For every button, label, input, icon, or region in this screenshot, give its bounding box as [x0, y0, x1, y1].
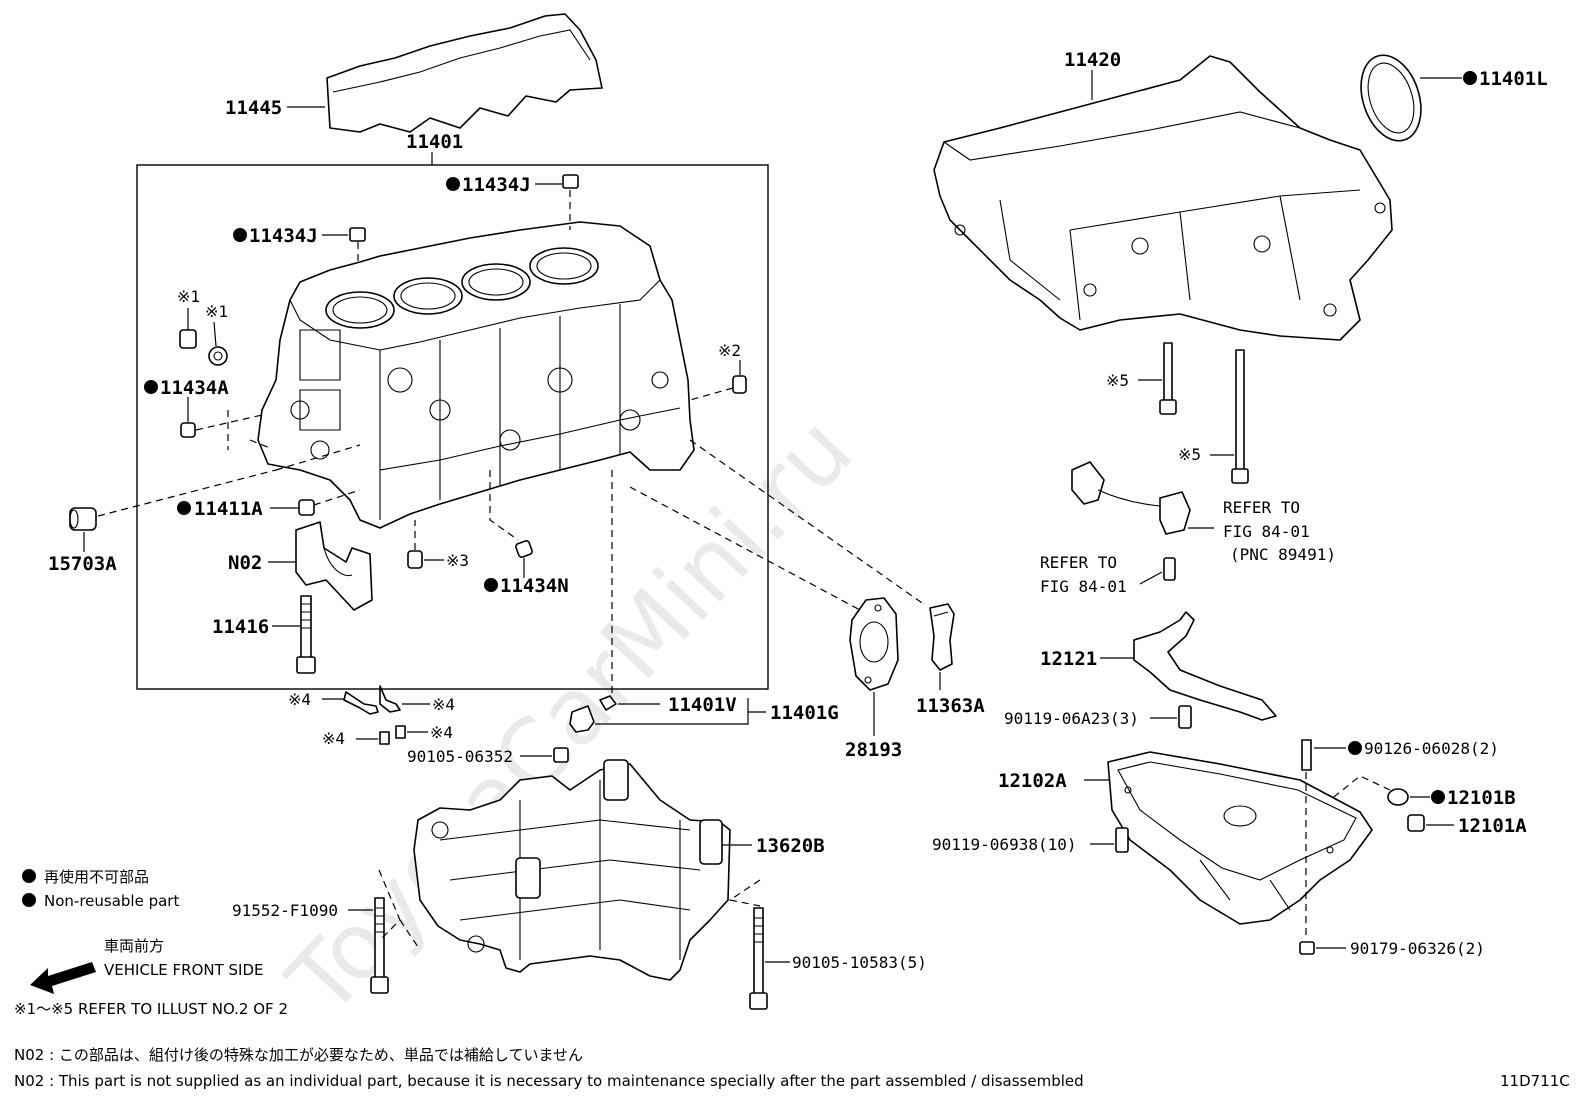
ref-mark-4b: ※4 [432, 695, 455, 714]
plug-15703a-drawing [69, 507, 97, 531]
balancer-13620b-drawing [413, 759, 731, 981]
bolt-90119-06a23 [1178, 705, 1192, 729]
front-arrow-icon [30, 962, 96, 994]
part-label-11434n: 11434N [500, 575, 569, 597]
bolt-mark-4d [379, 731, 390, 745]
block-frame [136, 164, 769, 690]
bolt-91552-f1090-drawing [370, 897, 389, 994]
part-label-11401l: 11401L [1479, 68, 1548, 90]
part-label-13620b: 13620B [756, 835, 825, 857]
oil-seal-11401l-drawing [1360, 54, 1422, 142]
refer-1-line1: REFER TO [1223, 498, 1300, 517]
stud-90126-06028 [1301, 739, 1312, 771]
part-label-90119-06a23: 90119-06A23(3) [1004, 709, 1139, 728]
plug-12101a [1407, 814, 1425, 832]
bolt-90105-10583-drawing [749, 907, 768, 1010]
footnote-n02-jp: N02 : この部品は、組付け後の特殊な加工が必要なため、単品では補給していませ… [14, 1046, 583, 1064]
refer-2-line2: FIG 84-01 [1040, 577, 1127, 596]
gasket-28193-drawing [849, 597, 899, 691]
ref-mark-1a: ※1 [177, 287, 200, 306]
refer-illust-note: ※1～※5 REFER TO ILLUST NO.2 OF 2 [14, 1000, 288, 1018]
bolt-11416-drawing [296, 595, 316, 674]
plug-11434j-top [562, 174, 579, 189]
cover-11363a-drawing [929, 603, 955, 671]
part-label-12101b: 12101B [1447, 787, 1516, 809]
part-label-90179-06326: 90179-06326(2) [1350, 939, 1485, 958]
bolt-90105-06352 [553, 747, 569, 763]
non-reusable-label-en: Non-reusable part [44, 892, 179, 910]
cylinder-block-drawing [257, 221, 695, 529]
part-label-12102a: 12102A [998, 770, 1067, 792]
seal-washer-1b [208, 346, 228, 366]
bolt-refer-2 [1163, 557, 1176, 581]
part-label-11401: 11401 [406, 131, 463, 153]
ref-mark-3: ※3 [446, 551, 469, 570]
bearing-cap-n02-drawing [295, 521, 373, 611]
bolt-mark-5b-drawing [1231, 349, 1249, 484]
pin-mark-3 [407, 550, 423, 569]
part-label-11434j-left: 11434J [249, 225, 318, 247]
refer-2-line1: REFER TO [1040, 553, 1117, 572]
oil-pan-12102a-drawing [1107, 751, 1373, 925]
bolt-mark-5a-drawing [1159, 342, 1177, 415]
valve-11401g [569, 705, 595, 733]
ref-mark-4c: ※4 [430, 723, 453, 742]
cap-bolt-1a [179, 329, 197, 349]
part-label-11401g: 11401G [770, 702, 839, 724]
part-label-90126-06028: 90126-06028(2) [1364, 739, 1499, 758]
pin-11434n [515, 540, 533, 558]
vehicle-front-en: VEHICLE FRONT SIDE [104, 961, 264, 979]
footnote-n02-en: N02 : This part is not supplied as an in… [14, 1072, 1084, 1090]
pin-mark-2 [732, 375, 747, 394]
ref-mark-2: ※2 [718, 341, 741, 360]
valve-11401v [599, 695, 617, 711]
pipe-mark-4b [379, 685, 401, 713]
part-label-90119-06938: 90119-06938(10) [932, 835, 1077, 854]
part-label-90105-10583: 90105-10583(5) [792, 953, 927, 972]
part-label-15703a: 15703A [48, 553, 117, 575]
part-label-11434j-top: 11434J [462, 174, 531, 196]
refer-1-line2: FIG 84-01 [1223, 522, 1310, 541]
oil-sensor-drawing [1071, 461, 1191, 535]
non-reusable-dot-en [22, 893, 36, 907]
part-label-28193: 28193 [845, 739, 902, 761]
plug-11434j-left [349, 227, 366, 242]
part-label-11434a: 11434A [160, 377, 229, 399]
part-label-11445: 11445 [225, 97, 282, 119]
pin-11434a [180, 422, 196, 438]
refer-1-line3: (PNC 89491) [1230, 545, 1336, 564]
part-label-11416: 11416 [212, 616, 269, 638]
nut-90179-06326 [1299, 941, 1315, 955]
baffle-12121-drawing [1133, 611, 1277, 721]
ref-mark-1b: ※1 [205, 302, 228, 321]
ref-mark-4a: ※4 [288, 690, 311, 709]
part-label-11401v: 11401V [668, 694, 737, 716]
part-label-11420: 11420 [1064, 49, 1121, 71]
gasket-12101b [1387, 788, 1409, 806]
pin-11411a [298, 499, 315, 516]
non-reusable-label-jp: 再使用不可部品 [44, 868, 149, 886]
part-label-11363a: 11363A [916, 695, 985, 717]
illustration-code: 11D711C [1500, 1072, 1570, 1090]
vehicle-front-jp: 車両前方 [104, 937, 164, 955]
bolt-90119-06938 [1115, 827, 1129, 853]
part-label-90105-06352: 90105-06352 [407, 747, 513, 766]
ref-mark-4d: ※4 [322, 729, 345, 748]
pipe-mark-4a [343, 691, 379, 715]
ref-mark-5b: ※5 [1178, 445, 1201, 464]
part-label-12121: 12121 [1040, 648, 1097, 670]
oil-pan-11420-drawing [933, 55, 1393, 341]
non-reusable-dot-jp [22, 869, 36, 883]
part-label-11411a: 11411A [194, 498, 263, 520]
ref-mark-5a: ※5 [1106, 371, 1129, 390]
part-label-n02: N02 [228, 552, 262, 574]
part-label-91552-f1090: 91552-F1090 [232, 901, 338, 920]
insulator-11445-drawing [326, 13, 603, 133]
part-label-12101a: 12101A [1458, 815, 1527, 837]
bolt-mark-4c [395, 725, 406, 739]
